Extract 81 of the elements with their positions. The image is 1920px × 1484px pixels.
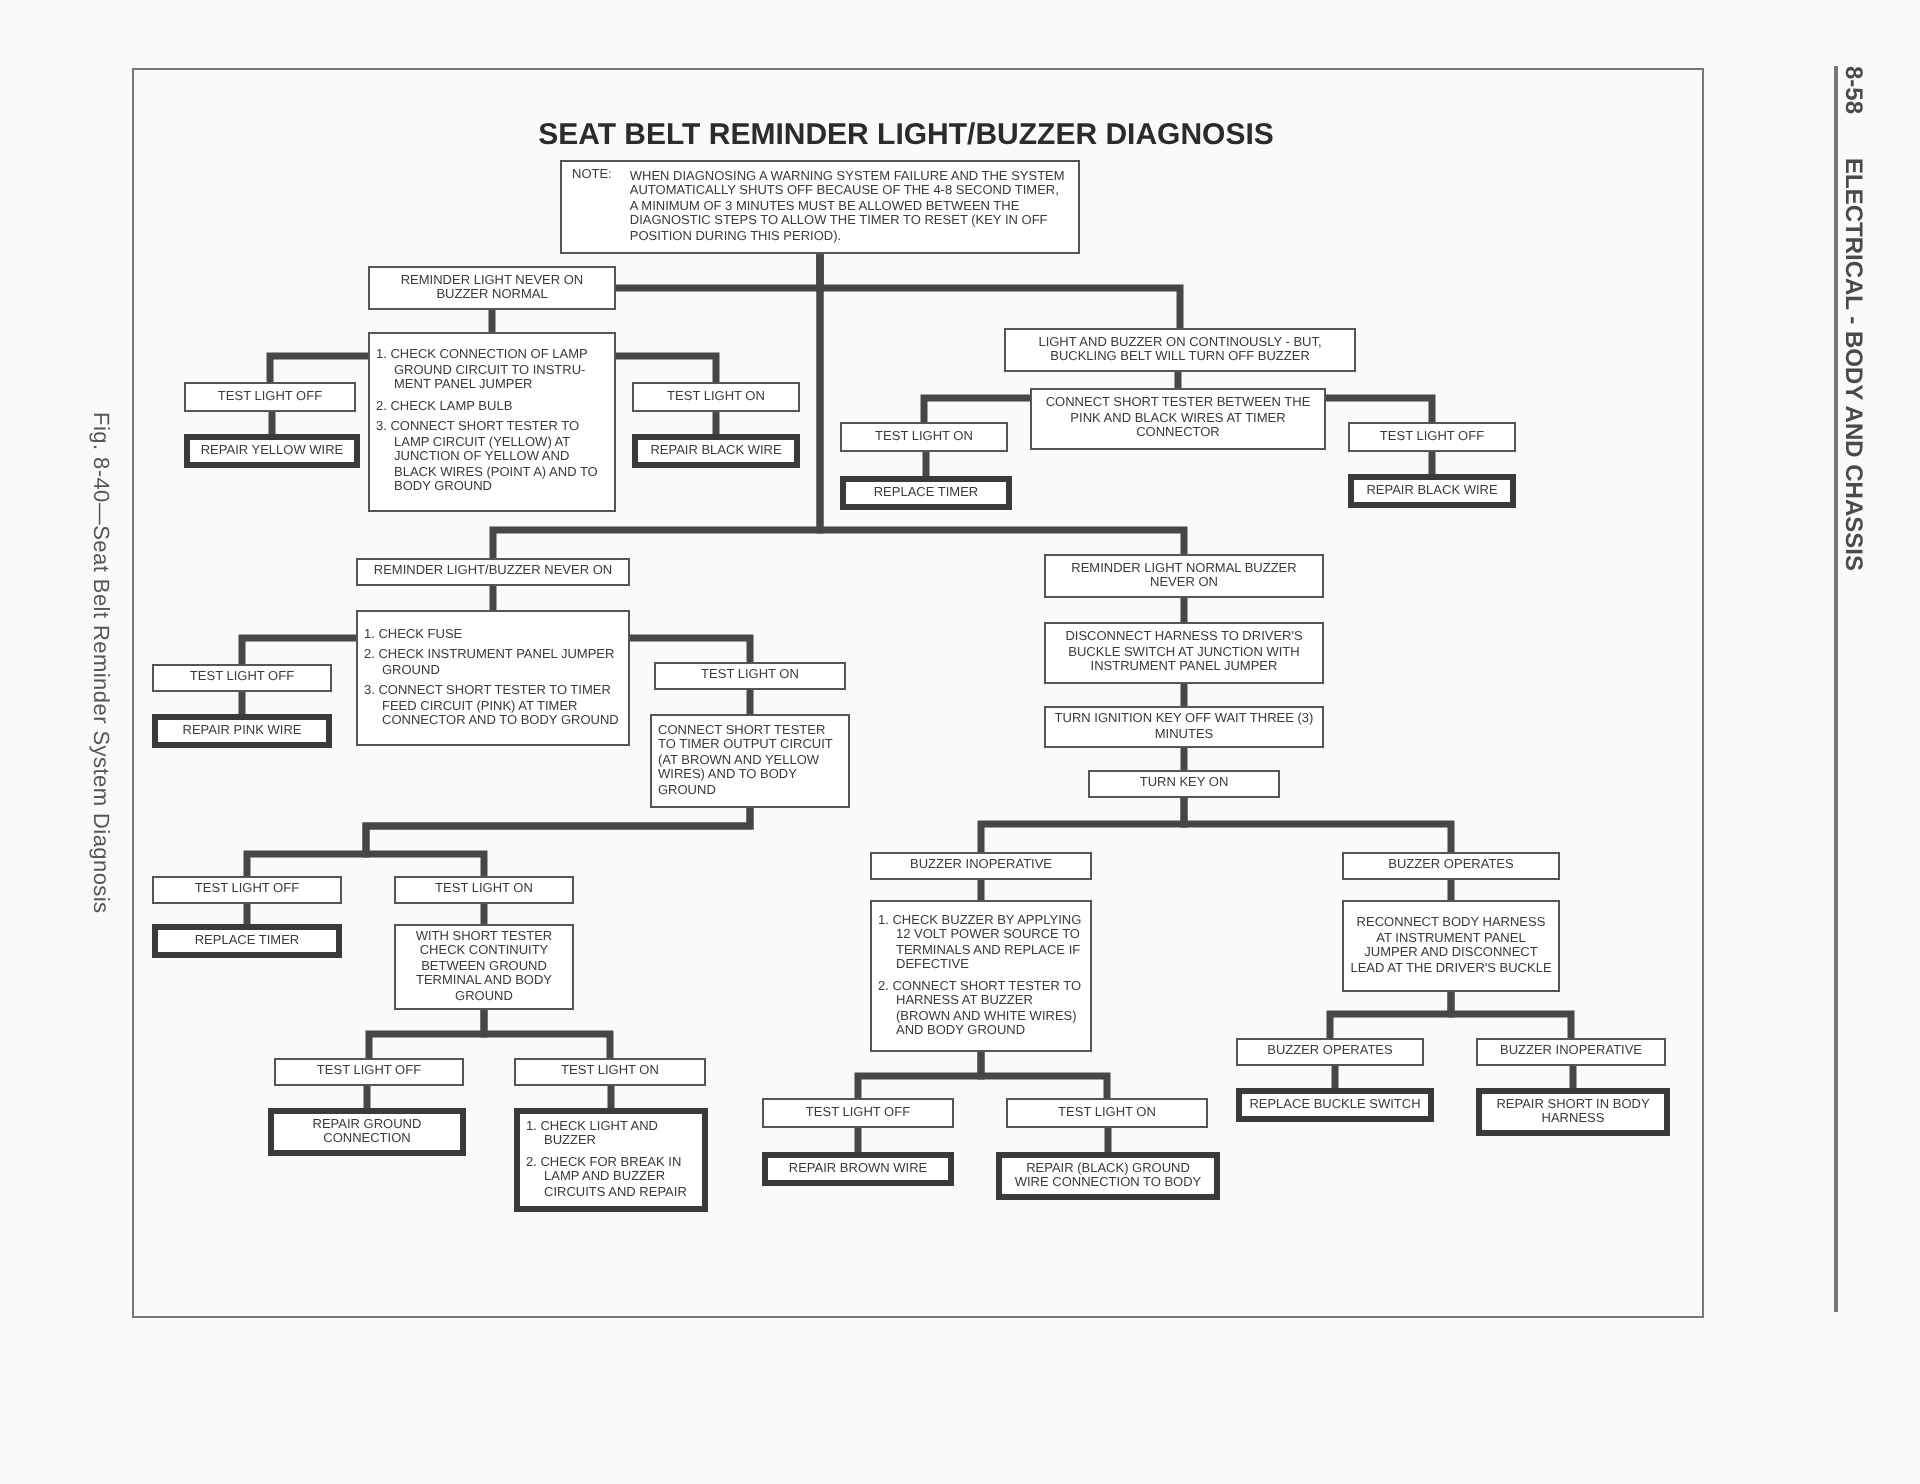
connector-line: [1180, 798, 1455, 852]
connector-line: [266, 352, 368, 382]
step-box: [356, 558, 630, 586]
step-box: [1044, 706, 1324, 748]
step-box: [356, 610, 630, 746]
connector-line: [480, 1010, 614, 1058]
connector-line: [746, 690, 754, 714]
connector-line: [362, 808, 754, 876]
result-box: [840, 476, 1012, 510]
connector-line: [816, 254, 1188, 554]
result-box: [996, 1152, 1220, 1200]
result-box: [762, 1152, 954, 1186]
figure-caption: Fig. 8-40—Seat Belt Reminder System Diagnosis: [88, 412, 112, 914]
connector-line: [607, 1086, 615, 1108]
connector-line: [1104, 1128, 1112, 1152]
connector-line: [489, 586, 497, 610]
connector-line: [630, 634, 754, 662]
connector-line: [1569, 1066, 1577, 1088]
connector-line: [854, 1128, 862, 1152]
step-box: [1342, 852, 1560, 880]
note-box: [560, 160, 1080, 254]
step-box: [762, 1098, 954, 1128]
connector-line: [922, 452, 930, 476]
page-header-text: ELECTRICAL - BODY AND CHASSIS: [1840, 158, 1866, 571]
step-box: [394, 876, 574, 904]
connector-line: [712, 412, 720, 434]
result-box: [184, 434, 360, 468]
result-box: [152, 924, 342, 958]
step-box: [1236, 1038, 1424, 1066]
step-box: [650, 714, 850, 808]
step-box: [1342, 900, 1560, 992]
connector-line: [243, 904, 251, 924]
result-box: [152, 714, 332, 748]
step-box: [514, 1058, 706, 1086]
connector-line: [1180, 748, 1188, 770]
connector-line: [1174, 372, 1182, 388]
step-box: [368, 266, 616, 310]
step-box: [274, 1058, 464, 1086]
connector-line: [238, 692, 246, 714]
connector-line: [1428, 452, 1436, 474]
result-box: [514, 1108, 708, 1212]
step-box: [152, 876, 342, 904]
step-box: [1088, 770, 1280, 798]
step-box: [1030, 388, 1326, 450]
connector-line: [977, 880, 985, 900]
connector-line: [1447, 992, 1575, 1038]
step-box: [870, 900, 1092, 1052]
step-box: [1004, 328, 1356, 372]
step-box: [1348, 422, 1516, 452]
diagram-title: SEAT BELT REMINDER LIGHT/BUZZER DIAGNOSIS: [538, 118, 1274, 154]
step-box: [870, 852, 1092, 880]
connector-line: [488, 310, 496, 332]
result-box: [1348, 474, 1516, 508]
step-box: [152, 664, 332, 692]
page-header-text: 8-58: [1840, 66, 1866, 115]
step-box: [654, 662, 846, 690]
step-box: [394, 924, 574, 1010]
step-box: [368, 332, 616, 512]
connector-line: [268, 412, 276, 434]
step-box: [1476, 1038, 1666, 1066]
connector-line: [480, 904, 488, 924]
result-box: [1236, 1088, 1434, 1122]
connector-line: [616, 352, 720, 382]
connector-line: [1447, 880, 1455, 900]
connector-line: [1331, 1066, 1339, 1088]
step-box: [632, 382, 800, 412]
step-box: [184, 382, 356, 412]
result-box: [1476, 1088, 1670, 1136]
result-box: [268, 1108, 466, 1156]
connector-line: [1180, 684, 1188, 706]
step-box: [1044, 554, 1324, 598]
connector-line: [1326, 394, 1436, 422]
step-box: [1006, 1098, 1208, 1128]
connector-line: [920, 394, 1030, 422]
connector-line: [238, 634, 356, 664]
step-box: [840, 422, 1008, 452]
connector-line: [1180, 598, 1188, 622]
connector-line: [363, 1086, 371, 1108]
result-box: [632, 434, 800, 468]
step-box: [1044, 622, 1324, 684]
connector-line: [977, 1052, 1111, 1098]
